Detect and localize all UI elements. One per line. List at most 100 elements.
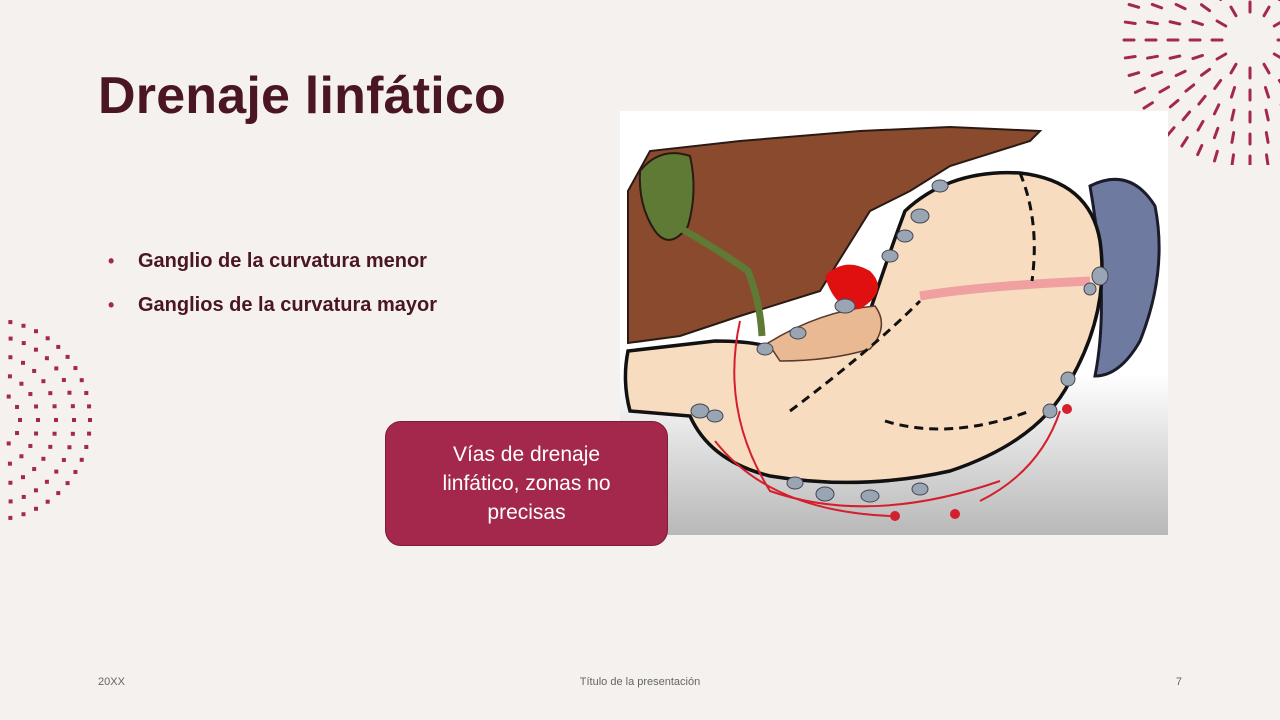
decorative-dot xyxy=(54,469,59,474)
decorative-dash xyxy=(1168,54,1182,60)
decorative-dash xyxy=(1146,20,1159,26)
decorative-dash xyxy=(1191,53,1204,61)
decorative-dash xyxy=(1196,144,1204,157)
decorative-dash xyxy=(1199,3,1212,13)
decorative-dash xyxy=(1263,86,1271,99)
footer-date: 20XX xyxy=(98,676,125,688)
decorative-dots-left xyxy=(6,320,92,520)
decorative-dot xyxy=(73,469,78,474)
decorative-dash xyxy=(1196,119,1205,132)
decorative-dot xyxy=(54,366,59,371)
stomach-anatomy-drawing xyxy=(623,125,1161,521)
decorative-dot xyxy=(8,480,13,485)
decorative-dot xyxy=(7,374,12,379)
footer-presentation-title: Título de la presentación xyxy=(579,676,701,688)
decorative-dash xyxy=(1191,19,1204,27)
decorative-dot xyxy=(48,444,53,449)
decorative-dot xyxy=(7,461,12,466)
decorative-dot xyxy=(67,390,72,395)
decorative-dash xyxy=(1165,126,1176,137)
decorative-dash xyxy=(1264,131,1270,144)
decorative-dash xyxy=(1229,62,1238,75)
gallbladder-shape xyxy=(638,152,695,241)
decorative-dot xyxy=(45,336,50,341)
decorative-dash xyxy=(1127,71,1141,77)
decorative-dash xyxy=(1230,153,1235,165)
decorative-dot xyxy=(18,418,22,422)
decorative-dash xyxy=(1197,94,1207,106)
decorative-dash xyxy=(1262,5,1271,18)
decorative-dot xyxy=(73,366,78,371)
bullet-text: Ganglios de la curvatura mayor xyxy=(138,294,437,316)
decorative-dash xyxy=(1123,20,1137,25)
pancreas-shape xyxy=(766,305,883,362)
decorative-dash xyxy=(1262,62,1271,75)
decorative-dot xyxy=(70,404,75,409)
decorative-dash xyxy=(1272,52,1280,60)
decorative-dash xyxy=(1212,103,1221,116)
decorative-dash xyxy=(1213,78,1223,91)
decorative-dot xyxy=(8,320,13,325)
decorative-dash xyxy=(1181,110,1192,122)
decorative-dot xyxy=(21,475,25,480)
decorative-dot xyxy=(44,356,49,361)
decorative-dot xyxy=(61,457,66,462)
decorative-dash xyxy=(1272,20,1280,28)
bullet-dot-icon: • xyxy=(108,251,115,271)
decorative-dash xyxy=(1230,131,1236,144)
decorative-dot xyxy=(28,443,33,448)
decorative-dash xyxy=(1142,101,1154,110)
decorative-dash xyxy=(1168,20,1182,26)
decorative-dot xyxy=(84,391,89,396)
decorative-dot xyxy=(15,404,20,409)
decorative-dash xyxy=(1123,55,1137,60)
decorative-dot xyxy=(56,491,61,496)
decorative-dash xyxy=(1265,153,1270,165)
decorative-dot xyxy=(41,456,46,461)
decorative-dot xyxy=(61,378,66,383)
decorative-dot xyxy=(70,431,75,436)
decorative-dot xyxy=(65,354,70,359)
decorative-dot xyxy=(52,404,57,409)
decorative-dot xyxy=(33,488,38,493)
decorative-dot xyxy=(88,418,92,422)
decorative-dash xyxy=(1180,136,1189,148)
decorative-dot xyxy=(33,347,38,352)
decorative-dot xyxy=(34,404,39,409)
decorative-dot xyxy=(32,368,37,373)
callout-box: Vías de drenaje linfático, zonas no prec… xyxy=(385,421,668,546)
decorative-dot xyxy=(54,418,58,422)
decorative-dot xyxy=(6,394,11,399)
decorative-dash xyxy=(1127,3,1141,9)
spleen-shape xyxy=(1088,177,1161,378)
decorative-dash xyxy=(1212,126,1220,140)
decorative-dot xyxy=(21,512,26,517)
decorative-dash xyxy=(1215,19,1228,28)
decorative-dot xyxy=(44,479,49,484)
lymphatic-drainage-illustration xyxy=(620,111,1168,535)
decorative-dot xyxy=(32,467,37,472)
decorative-dot xyxy=(15,431,20,436)
decorative-dash xyxy=(1168,98,1180,109)
bullet-item: • Ganglio de la curvatura menor xyxy=(108,246,437,290)
decorative-dash xyxy=(1199,67,1212,77)
decorative-dash xyxy=(1230,108,1236,122)
decorative-dash xyxy=(1174,2,1187,11)
decorative-dot xyxy=(8,336,13,341)
decorative-dot xyxy=(34,329,39,334)
footer-page-number: 7 xyxy=(1175,676,1182,688)
bullet-item: • Ganglios de la curvatura mayor xyxy=(108,290,437,334)
decorative-dot xyxy=(45,499,50,504)
decorative-dot xyxy=(8,355,13,360)
decorative-dash xyxy=(1150,2,1164,10)
decorative-dash xyxy=(1184,83,1196,93)
decorative-dot xyxy=(52,431,57,436)
decorative-dot xyxy=(21,360,25,365)
decorative-dash xyxy=(1229,86,1237,99)
decorative-burst-top-right xyxy=(1122,0,1280,165)
decorative-dot xyxy=(84,444,89,449)
decorative-dot xyxy=(19,381,24,386)
decorative-dot xyxy=(28,392,33,397)
decorative-dot xyxy=(87,404,92,409)
